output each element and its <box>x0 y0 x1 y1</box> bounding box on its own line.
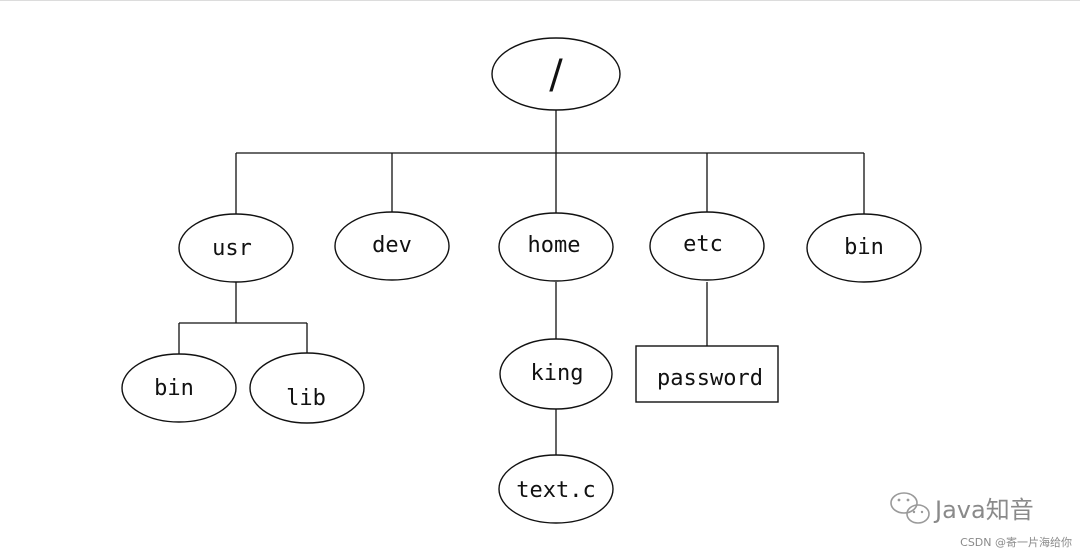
node-password: password <box>635 345 779 403</box>
node-usr: usr <box>178 213 294 283</box>
node-etc-label: etc <box>683 232 723 257</box>
node-bin: bin <box>806 213 922 283</box>
node-dev: dev <box>334 211 450 281</box>
node-password-label: password <box>657 366 763 391</box>
node-root-label: / <box>549 52 563 98</box>
watermark-credit: CSDN @寄一片海给你 <box>960 535 1072 549</box>
node-king: king <box>499 338 613 410</box>
node-etc-shape <box>649 211 765 281</box>
node-home: home <box>498 212 614 282</box>
node-bin-label: bin <box>844 235 884 260</box>
node-usr-lib: lib <box>249 352 365 424</box>
node-usr-bin: bin <box>121 353 237 423</box>
top-border <box>0 0 1080 1</box>
node-root: / <box>491 37 621 111</box>
node-usr-lib-shape <box>249 352 365 424</box>
node-home-shape <box>498 212 614 282</box>
node-usr-bin-label: bin <box>154 376 194 401</box>
node-bin-shape <box>806 213 922 283</box>
tree-connectors <box>178 110 865 455</box>
node-password-shape <box>635 345 779 403</box>
node-root-shape <box>491 37 621 111</box>
node-king-label: king <box>531 361 584 386</box>
watermark: Java知音 CSDN @寄一片海给你 <box>890 492 1072 549</box>
wechat-logo-icon <box>890 492 930 524</box>
node-dev-shape <box>334 211 450 281</box>
node-king-shape <box>499 338 613 410</box>
node-home-label: home <box>528 233 581 258</box>
node-dev-label: dev <box>372 233 412 258</box>
node-usr-label: usr <box>212 236 252 261</box>
node-usr-bin-shape <box>121 353 237 423</box>
node-usr-shape <box>178 213 294 283</box>
watermark-title: Java知音 <box>933 496 1034 524</box>
node-text-c-label: text.c <box>516 478 595 503</box>
node-usr-lib-label: lib <box>286 386 326 411</box>
node-etc: etc <box>649 211 765 281</box>
node-text-c-shape <box>498 454 614 524</box>
node-text-c: text.c <box>498 454 614 524</box>
